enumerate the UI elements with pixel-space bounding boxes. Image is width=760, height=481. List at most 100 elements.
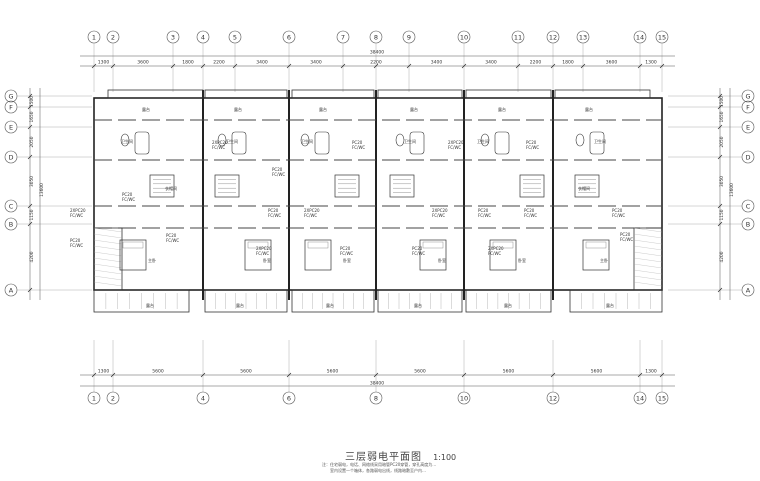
- dim-top-segment: 3400: [310, 60, 322, 66]
- room-label: 卫生间: [477, 138, 489, 144]
- axis-label-bottom-2: 2: [111, 395, 115, 403]
- fc-wc-annotation: FC/WC: [352, 145, 365, 150]
- dim-vertical-segment: 1500: [29, 96, 35, 107]
- axis-label-top-2: 2: [111, 34, 115, 42]
- dim-tick-vertical: [27, 221, 33, 227]
- dim-top-segment: 2200: [530, 60, 542, 66]
- fc-wc-annotation: FC/WC: [272, 172, 285, 177]
- dim-tick-vertical: [27, 104, 33, 110]
- dim-tick-top: [515, 63, 521, 69]
- drawing-title: 三层弱电平面图: [345, 452, 422, 463]
- dim-bottom-segment: 5600: [503, 369, 515, 375]
- terrace-hatch: [633, 275, 663, 281]
- side-terrace: [633, 227, 663, 291]
- fc-wc-annotation: FC/WC: [412, 251, 425, 256]
- axis-label-top-13: 13: [579, 34, 587, 42]
- dim-tick-bottom: [286, 372, 292, 378]
- dim-top-segment: 1300: [645, 60, 657, 66]
- axis-label-bottom-14: 14: [636, 395, 644, 403]
- terrace-hatch: [93, 251, 123, 257]
- axis-label-right-G: G: [745, 93, 750, 101]
- bathtub: [134, 131, 150, 155]
- bed: [304, 239, 332, 271]
- dim-tick-top: [286, 63, 292, 69]
- conduit-annotation: 2XPC20: [70, 208, 86, 213]
- dim-tick-top: [637, 63, 643, 69]
- fc-wc-annotation: FC/WC: [612, 213, 625, 218]
- bottom-balcony: [291, 289, 375, 313]
- stair-box: [574, 174, 600, 198]
- dim-top-segment: 3600: [137, 60, 149, 66]
- bed-pillow: [122, 241, 144, 249]
- dim-top-segment: 3600: [606, 60, 618, 66]
- fc-wc-annotation: FC/WC: [268, 213, 281, 218]
- axis-label-left-D: D: [8, 154, 13, 162]
- dim-vertical-segment: 2050: [29, 136, 35, 147]
- bed-pillow: [422, 241, 444, 249]
- conduit-annotation: PC20: [340, 246, 351, 251]
- axis-label-left-A: A: [9, 287, 14, 295]
- room-label: 露台: [234, 106, 242, 112]
- dim-tick-vertical: [717, 124, 723, 130]
- axis-label-bottom-15: 15: [658, 395, 666, 403]
- bed-pillow: [492, 241, 514, 249]
- side-terrace: [93, 227, 123, 291]
- room-label: 卧室: [438, 257, 446, 263]
- dim-tick-top: [373, 63, 379, 69]
- bed-pillow: [247, 241, 269, 249]
- fc-wc-annotation: FC/WC: [478, 213, 491, 218]
- axis-label-right-D: D: [745, 154, 750, 162]
- fc-wc-annotation: FC/WC: [122, 197, 135, 202]
- conduit-annotation: PC20: [70, 238, 81, 243]
- axis-label-bottom-10: 10: [460, 395, 468, 403]
- room-label: 露台: [146, 302, 154, 308]
- axis-label-bottom-1: 1: [92, 395, 96, 403]
- conduit-annotation: PC20: [524, 208, 535, 213]
- fc-wc-annotation: FC/WC: [70, 213, 83, 218]
- toilet: [575, 133, 585, 147]
- room-label: 露台: [326, 302, 334, 308]
- stair-box: [334, 174, 360, 198]
- wall-layer: [93, 89, 663, 313]
- room-label: 衣帽间: [578, 185, 590, 191]
- room-label: 露台: [236, 302, 244, 308]
- bathtub: [494, 131, 510, 155]
- dim-tick-vertical: [717, 93, 723, 99]
- axis-label-left-E: E: [9, 124, 13, 132]
- axis-label-bottom-4: 4: [201, 395, 205, 403]
- conduit-annotation: PC20: [166, 233, 177, 238]
- room-label: 衣帽间: [165, 185, 177, 191]
- dim-tick-bottom: [200, 372, 206, 378]
- dim-vertical-segment: 3050: [29, 176, 35, 187]
- dim-tick-vertical: [27, 287, 33, 293]
- fc-wc-annotation: FC/WC: [620, 237, 633, 242]
- room-label: 卧室: [343, 257, 351, 263]
- axis-label-bottom-6: 6: [287, 395, 291, 403]
- dim-vertical-segment: 1500: [719, 96, 725, 107]
- room-label: 卫生间: [301, 138, 313, 144]
- axis-label-right-A: A: [746, 287, 751, 295]
- fc-wc-annotation: FC/WC: [304, 213, 317, 218]
- dim-vertical-segment: 3050: [719, 176, 725, 187]
- toilet: [120, 133, 130, 147]
- room-label: 露台: [585, 106, 593, 112]
- dim-bottom-segment: 5600: [240, 369, 252, 375]
- bottom-balcony: [569, 289, 663, 313]
- bed: [489, 239, 517, 271]
- dim-tick-top: [232, 63, 238, 69]
- room-label: 露台: [606, 302, 614, 308]
- top-balcony: [465, 89, 552, 99]
- dim-tick-top: [406, 63, 412, 69]
- conduit-annotation: PC20: [268, 208, 279, 213]
- drawing-note-2: 室内设置一个箱体，各路弱电出线，线路暗敷至户内…: [322, 468, 426, 473]
- room-label: 卫生间: [226, 138, 238, 144]
- axis-label-top-3: 3: [171, 34, 175, 42]
- fc-wc-annotation: FC/WC: [166, 238, 179, 243]
- axis-label-top-4: 4: [201, 34, 205, 42]
- dim-vertical-segment: 2050: [719, 136, 725, 147]
- axis-label-top-15: 15: [658, 34, 666, 42]
- room-label: 卫生间: [404, 138, 416, 144]
- top-balcony: [554, 89, 651, 99]
